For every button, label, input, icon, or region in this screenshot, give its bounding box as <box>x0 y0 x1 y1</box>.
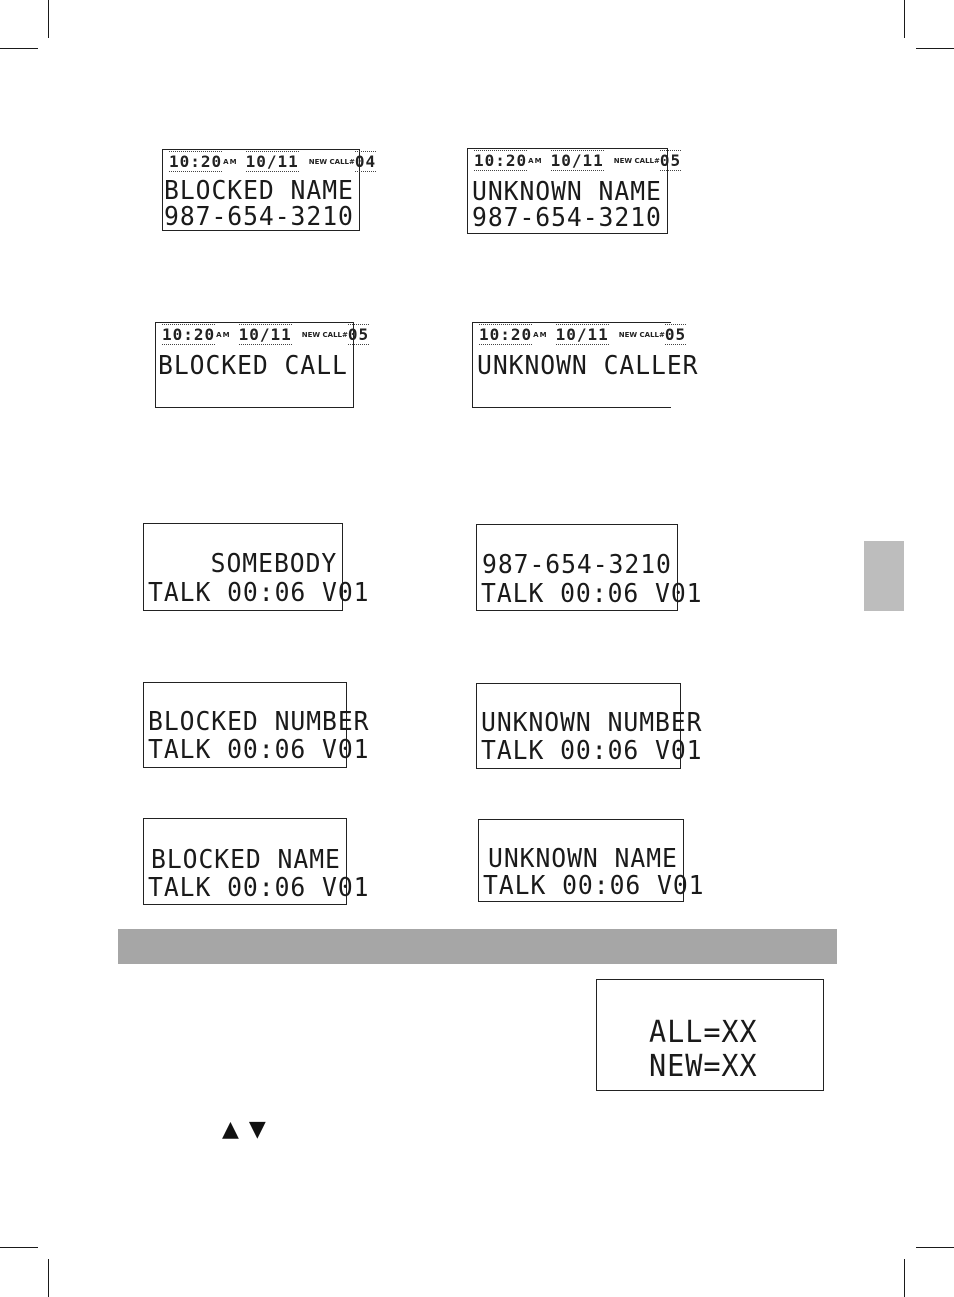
lcd-status-bar: 10:20AM 10/11 NEW CALL#05 <box>162 324 370 345</box>
crop-mark <box>0 1247 38 1248</box>
lcd-status-bar: 10:20AM 10/11 NEW CALL#05 <box>479 324 687 345</box>
up-arrow-icon: ▲ <box>222 1117 239 1142</box>
lcd-line1: SOMEBODY <box>210 549 337 579</box>
lcd-time: 10:20 <box>479 324 533 345</box>
lcd-ampm: AM <box>528 157 543 165</box>
crop-mark <box>916 48 954 49</box>
lcd-talk-blocked-number: BLOCKED NUMBER TALK 00:06 V01 <box>143 682 369 768</box>
scroll-arrows: ▲▼ <box>222 1118 276 1142</box>
lcd-call-number: 05 <box>659 150 682 171</box>
lcd-line1: BLOCKED NAME <box>164 176 354 206</box>
lcd-line1: BLOCKED CALL <box>158 351 348 381</box>
lcd-line2: TALK 00:06 V01 <box>148 735 370 765</box>
lcd-blocked-name: 10:20AM 10/11 NEW CALL#04 BLOCKED NAME 987… <box>162 149 377 232</box>
lcd-line2: NEW=XX <box>649 1049 758 1084</box>
lcd-talk-number: 987-654-3210 TALK 00:06 V01 <box>476 524 702 611</box>
lcd-ampm: AM <box>533 331 548 339</box>
lcd-line2: TALK 00:06 V01 <box>481 736 703 766</box>
section-side-tab <box>864 541 904 611</box>
lcd-line2: TALK 00:06 V01 <box>148 873 370 903</box>
lcd-line2: TALK 00:06 V01 <box>148 578 370 608</box>
lcd-date: 10/11 <box>555 324 609 345</box>
lcd-line2: TALK 00:06 V01 <box>481 579 703 609</box>
lcd-talk-unknown-name: UNKNOWN NAME TALK 00:06 V01 <box>478 819 704 902</box>
lcd-newcall: NEW CALL# <box>613 157 660 165</box>
lcd-date: 10/11 <box>550 150 604 171</box>
crop-mark <box>904 0 905 38</box>
crop-mark <box>48 1259 49 1297</box>
lcd-line1: 987-654-3210 <box>482 550 672 580</box>
lcd-time: 10:20 <box>162 324 216 345</box>
lcd-unknown-name: 10:20AM 10/11 NEW CALL#05 UNKNOWN NAME 987… <box>467 148 682 234</box>
lcd-line2: 987-654-3210 <box>472 203 662 233</box>
lcd-call-number: 05 <box>664 324 687 345</box>
lcd-line1: BLOCKED NAME <box>151 845 341 875</box>
lcd-line2: 987-654-3210 <box>164 202 354 232</box>
lcd-line2: TALK 00:06 V01 <box>483 871 705 901</box>
crop-mark <box>904 1259 905 1297</box>
lcd-line1: BLOCKED NUMBER <box>148 707 370 737</box>
lcd-talk-blocked-name: BLOCKED NAME TALK 00:06 V01 <box>143 818 369 905</box>
lcd-summary: ALL=XX NEW=XX <box>596 979 824 1091</box>
lcd-unknown-caller: 10:20AM 10/11 NEW CALL#05 UNKNOWN CALLER <box>472 322 698 408</box>
lcd-status-bar: 10:20AM 10/11 NEW CALL#05 <box>474 150 682 171</box>
lcd-ampm: AM <box>223 158 238 166</box>
lcd-time: 10:20 <box>474 150 528 171</box>
lcd-ampm: AM <box>216 331 231 339</box>
lcd-line1: ALL=XX <box>649 1015 758 1050</box>
lcd-talk-somebody: SOMEBODY TALK 00:06 V01 <box>143 523 369 611</box>
lcd-date: 10/11 <box>245 151 299 172</box>
crop-mark <box>48 0 49 38</box>
lcd-status-bar: 10:20AM 10/11 NEW CALL#04 <box>169 151 377 172</box>
crop-mark <box>916 1247 954 1248</box>
lcd-blocked-call: 10:20AM 10/11 NEW CALL#05 BLOCKED CALL <box>155 322 370 408</box>
lcd-newcall: NEW CALL# <box>618 331 665 339</box>
lcd-date: 10/11 <box>238 324 292 345</box>
lcd-line1: UNKNOWN NAME <box>472 177 662 207</box>
lcd-line1: UNKNOWN NUMBER <box>481 708 703 738</box>
crop-mark <box>0 48 38 49</box>
lcd-newcall: NEW CALL# <box>301 331 348 339</box>
lcd-newcall: NEW CALL# <box>308 158 355 166</box>
lcd-line1: UNKNOWN NAME <box>488 844 678 874</box>
down-arrow-icon: ▼ <box>248 1117 266 1142</box>
lcd-time: 10:20 <box>169 151 223 172</box>
lcd-talk-unknown-number: UNKNOWN NUMBER TALK 00:06 V01 <box>476 683 702 769</box>
lcd-call-number: 04 <box>354 151 377 172</box>
lcd-line1: UNKNOWN CALLER <box>477 351 699 381</box>
lcd-call-number: 05 <box>347 324 370 345</box>
section-header-band <box>118 929 837 964</box>
